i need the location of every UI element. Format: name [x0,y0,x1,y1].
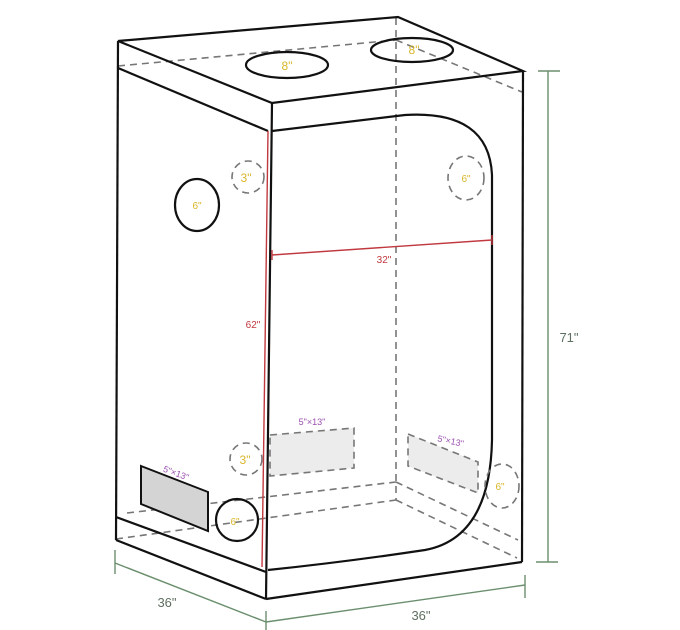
window-left-side [140,464,209,533]
window-right-wall [407,432,479,495]
door-zipper [267,113,494,572]
tent-outline [114,15,528,601]
door-height-dimension [261,130,269,568]
width-label: 36" [411,608,430,623]
port-label: 3" [241,171,252,185]
door-width-label: 32" [377,255,392,266]
port-label: 6" [495,482,505,493]
port-label: 6" [461,174,471,185]
door-height-label: 62" [246,320,261,331]
depth-label: 36" [157,595,176,610]
door-width-dimension [271,235,493,260]
hidden-edges [115,18,523,559]
port-left-side-upper [173,177,221,233]
port-back-upper [447,155,485,201]
port-left-lower-small [229,442,263,476]
port-label: 3" [240,453,251,467]
window-label: 5"×13" [299,417,326,427]
port-left-upper-small [231,160,265,194]
port-label: 8" [409,43,420,57]
height-dimension [536,70,560,563]
port-left-lower [214,497,260,543]
window-back-wall [269,427,355,477]
port-top-front [244,50,330,80]
port-label: 6" [192,201,202,212]
window-label: 5"×13" [437,433,465,448]
width-dimension [265,575,526,623]
port-top-back [369,36,455,64]
port-back-lower [484,463,520,509]
height-label: 71" [559,330,578,345]
port-label: 6" [230,517,240,528]
port-label: 8" [282,59,293,73]
depth-dimension [114,550,267,630]
